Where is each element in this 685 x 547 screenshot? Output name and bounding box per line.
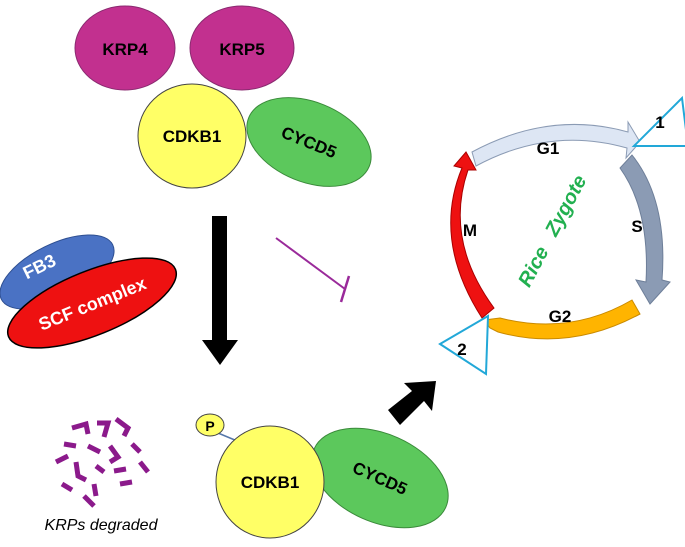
bottom-complex: P CYCD5 CDKB1	[195, 413, 449, 539]
scf-complex-node	[6, 257, 178, 349]
diagonal-arrow	[388, 381, 436, 425]
phospho-node	[195, 413, 225, 437]
rice-word: Rice	[514, 243, 553, 291]
cycd5-node-top	[246, 97, 372, 187]
cdkb1-label-top: CDKB1	[163, 127, 222, 146]
zygote-word: Zygote	[541, 172, 592, 241]
down-arrow	[202, 216, 238, 365]
g2-label: G2	[549, 307, 572, 326]
krps-degraded-caption: KRPs degraded	[45, 517, 159, 534]
s-arc	[619, 154, 671, 305]
checkpoint-2-label: 2	[457, 340, 466, 359]
checkpoint-1-marker: 1	[631, 95, 685, 147]
krp4-label: KRP4	[102, 40, 148, 59]
krp-fragments	[54, 417, 150, 508]
cdkb1-node-bottom	[215, 425, 325, 539]
checkpoint-1-label: 1	[655, 113, 664, 132]
scf-complex: FB3 SCF complex	[0, 234, 178, 349]
inhibition-line	[275, 237, 351, 303]
krp5-node	[189, 5, 295, 91]
krp5-label: KRP5	[219, 40, 264, 59]
krp4-node	[74, 5, 176, 91]
cdkb1-node-top	[137, 83, 247, 189]
phospho-label: P	[205, 418, 214, 434]
m-label: M	[463, 221, 477, 240]
cycd5-node-bottom	[311, 427, 449, 529]
top-complex: KRP4 KRP5 CDKB1 CYCD5	[74, 5, 372, 189]
m-arc	[450, 151, 495, 319]
cdkb1-label-bottom: CDKB1	[241, 473, 300, 492]
s-label: S	[631, 217, 642, 236]
g1-label: G1	[537, 139, 560, 158]
g1-arc	[471, 120, 641, 167]
cell-cycle: G1 S G2 M Rice Zygote 1 2	[438, 95, 685, 376]
checkpoint-2-marker: 2	[438, 314, 490, 376]
rice-zygote-label: Rice Zygote	[514, 172, 591, 291]
